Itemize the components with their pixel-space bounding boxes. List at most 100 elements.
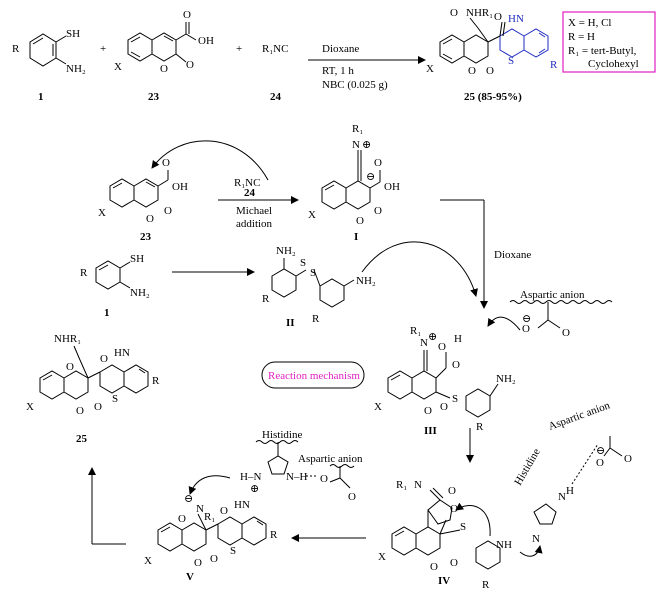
charge-minus: ⊖ xyxy=(366,171,375,183)
atom-o: O xyxy=(320,473,328,485)
atom-o: O xyxy=(486,65,494,77)
atom-o: O xyxy=(100,353,108,365)
atom-s: S xyxy=(508,55,514,67)
atom-o: O xyxy=(146,213,154,225)
atom-r: R xyxy=(262,293,270,305)
atom-o: O xyxy=(183,9,191,21)
legend-r1-b: Cyclohexyl xyxy=(588,58,639,70)
curved-arrow xyxy=(151,140,269,181)
atom-x: X xyxy=(114,61,122,73)
atom-o: O xyxy=(374,205,382,217)
atom-nh2: NH₂ xyxy=(130,287,150,299)
atom-o: O xyxy=(424,405,432,417)
atom-o: O xyxy=(596,457,604,469)
atom-r1: R₁ xyxy=(352,123,363,135)
atom-o: O xyxy=(194,557,202,569)
atom-o: O xyxy=(160,63,168,75)
aspartic-label: Aspartic anion xyxy=(520,289,585,301)
curved-arrow xyxy=(455,502,491,537)
label-compound-24: 24 xyxy=(270,91,282,103)
atom-o: O xyxy=(452,359,460,371)
atom-o: O xyxy=(450,7,458,19)
atom-r: R xyxy=(12,43,20,55)
atom-nhr1: NHR₁ xyxy=(54,333,81,345)
atom-o: O xyxy=(430,561,438,573)
atom-n: N xyxy=(352,139,360,151)
atom-o: O xyxy=(438,341,446,353)
atom-o: O xyxy=(450,503,458,515)
product-25-mech: NHR₁ O O H N S R O O X 25 xyxy=(26,333,160,445)
label-compound-23: 23 xyxy=(148,91,160,103)
atom-o: O xyxy=(162,157,170,169)
atom-x: X xyxy=(98,207,106,219)
charge-plus: ⊕ xyxy=(428,331,437,343)
atom-o: O xyxy=(374,157,382,169)
mechanism-title: Reaction mechanism xyxy=(268,370,360,382)
atom-s: S xyxy=(300,257,306,269)
label-intermediate-III: III xyxy=(424,425,437,437)
legend-x: X = H, Cl xyxy=(568,17,611,29)
charge-minus: ⊖ xyxy=(596,445,605,457)
atom-o: O xyxy=(356,215,364,227)
atom-r1: R₁ xyxy=(410,325,421,337)
atom-oh: OH xyxy=(384,181,400,193)
atom-o: O xyxy=(186,59,194,71)
atom-r: R xyxy=(482,579,490,591)
label-intermediate-I: I xyxy=(354,231,358,243)
label-compound-1: 1 xyxy=(104,307,110,319)
intermediate-III: R₁ N ⊕ O H O S NH₂ O O X R III xyxy=(374,325,516,437)
atom-r: R xyxy=(270,529,278,541)
atom-oh: OH xyxy=(172,181,188,193)
atom-sh: SH xyxy=(130,253,144,265)
atom-n: N xyxy=(122,347,130,359)
atom-o: O xyxy=(94,401,102,413)
intermediate-I: R₁ N ⊕ ⊖ O OH O O X I xyxy=(308,123,400,243)
atom-o: O xyxy=(210,553,218,565)
atom-n: N xyxy=(242,499,250,511)
atom-x: X xyxy=(26,401,34,413)
atom-h: H xyxy=(454,333,462,345)
atom-o: O xyxy=(448,485,456,497)
atom-r: R xyxy=(550,59,558,71)
atom-oh: OH xyxy=(198,35,214,47)
histidine-label: Histidine xyxy=(262,429,302,441)
badge-box xyxy=(261,361,365,389)
condition-time: RT, 1 h xyxy=(322,65,354,77)
atom-o: O xyxy=(220,505,228,517)
atom-n: N xyxy=(196,503,204,515)
aspartic-label: Aspartic anion xyxy=(298,453,363,465)
atom-x: X xyxy=(378,551,386,563)
atom-s: S xyxy=(310,267,316,279)
atom-nh2: NH₂ xyxy=(496,373,516,385)
atom-o: O xyxy=(348,491,356,503)
curved-arrow xyxy=(188,475,231,495)
compound-23-top: O OH O O X 23 xyxy=(114,9,214,103)
aspartic-label: Aspartic anion xyxy=(547,399,612,432)
plus-sign: + xyxy=(236,43,242,55)
compound-23-mech: O OH O O X 23 xyxy=(98,157,188,243)
mech-michael-b: addition xyxy=(236,218,273,230)
atom-o: O xyxy=(450,557,458,569)
compound-1-mech: SH NH₂ R 1 xyxy=(80,253,150,319)
atom-n: N xyxy=(420,337,428,349)
condition-solvent: Dioxane xyxy=(322,43,359,55)
atom-r: R xyxy=(476,421,484,433)
charge-plus: ⊕ xyxy=(250,483,259,495)
legend-r1-a: R₁ = tert-Butyl, xyxy=(568,45,637,57)
legend-r: R = H xyxy=(568,31,595,43)
atom-r: R xyxy=(312,313,320,325)
atom-x: X xyxy=(144,555,152,567)
atom-sh: SH xyxy=(66,28,80,40)
label-compound-1: 1 xyxy=(38,91,44,103)
plus-sign: + xyxy=(100,43,106,55)
charge-plus: ⊕ xyxy=(362,139,371,151)
atom-o: O xyxy=(522,323,530,335)
intermediate-V: ⊖ N R₁ O O H N S R O O X V xyxy=(144,493,278,583)
atom-r: R xyxy=(152,375,160,387)
atom-o: O xyxy=(164,205,172,217)
atom-nh: NH xyxy=(496,539,512,551)
atom-o: O xyxy=(468,65,476,77)
label-intermediate-V: V xyxy=(186,571,194,583)
atom-s: S xyxy=(452,393,458,405)
